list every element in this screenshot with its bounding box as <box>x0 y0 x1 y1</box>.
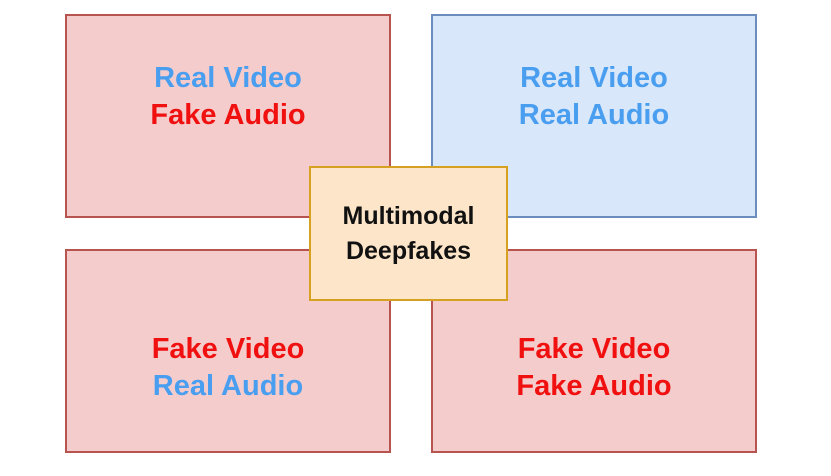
video-label: Fake Video <box>517 333 671 365</box>
audio-label: Fake Audio <box>516 370 672 402</box>
audio-label: Real Audio <box>152 370 304 402</box>
audio-label: Fake Audio <box>150 99 306 131</box>
quadrant-label: Real Video Fake Audio <box>150 60 305 134</box>
video-label: Real Video <box>520 62 668 94</box>
center-title-line2: Deepfakes <box>345 236 472 265</box>
quadrant-label: Fake Video Fake Audio <box>516 331 671 405</box>
center-box-multimodal-deepfakes: Multimodal Deepfakes <box>309 166 508 301</box>
quadrant-label: Real Video Real Audio <box>519 60 669 134</box>
audio-label: Real Audio <box>518 99 670 131</box>
video-label: Real Video <box>154 62 302 94</box>
video-label: Fake Video <box>151 333 305 365</box>
quadrant-label: Fake Video Real Audio <box>152 331 305 405</box>
quadrant-real-video-fake-audio: Real Video Fake Audio <box>65 14 391 218</box>
center-title-line1: Multimodal <box>342 201 475 230</box>
